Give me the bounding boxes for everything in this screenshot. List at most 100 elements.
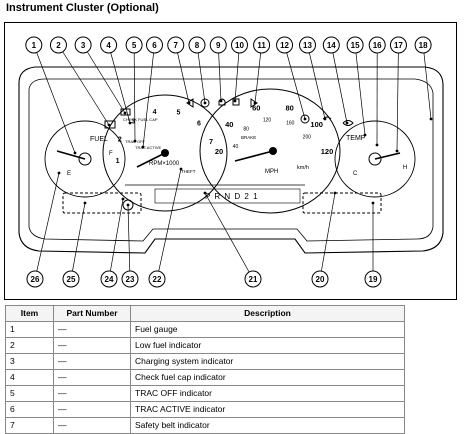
tach-tick-label: 4 [153,109,157,116]
callout-11: 11 [254,37,270,104]
table-row: 5 — TRAC OFF indicator [6,386,405,402]
table-row: 1 — Fuel gauge [6,322,405,338]
table-row: 4 — Check fuel cap indicator [6,370,405,386]
odometer-window-right [303,193,381,213]
part-number-cell: — [54,402,131,418]
svg-text:2: 2 [56,41,61,50]
table-row: 3 — Charging system indicator [6,354,405,370]
temp-c-mark: C [353,171,358,177]
parts-table: Item Part Number Description 1 — Fuel ga… [5,305,405,434]
svg-text:3: 3 [81,41,86,50]
rpm-label: RPM×1000 [149,161,180,167]
trac-active-label: TRAC ACTIVE [135,145,162,150]
svg-text:10: 10 [235,41,244,50]
svg-text:15: 15 [351,41,360,50]
item-cell: 2 [6,338,54,354]
fuel-e-mark: E [67,171,71,177]
fuel-label: FUEL [90,136,108,143]
table-row: 2 — Low fuel indicator [6,338,405,354]
part-number-cell: — [54,322,131,338]
fuel-f-mark: F [109,151,113,157]
tach-tick-label: 1 [116,158,120,165]
svg-text:11: 11 [257,41,266,50]
speed-tick-label: 20 [215,147,223,156]
svg-text:7: 7 [174,41,179,50]
kmh-tick-label: 40 [233,144,239,150]
item-cell: 7 [6,418,54,434]
svg-text:6: 6 [152,41,157,50]
callout-25: 25 [63,202,86,287]
svg-text:9: 9 [216,41,221,50]
svg-text:1: 1 [32,41,37,50]
callout-7: 7 [168,37,191,104]
speed-tick-label: 80 [286,103,294,112]
svg-text:8: 8 [195,41,200,50]
callout-5: 5 [126,37,142,142]
mph-label: MPH [265,169,278,175]
callout-26: 26 [27,172,60,287]
callout-22: 22 [149,168,182,287]
speed-tick-label: 100 [310,120,323,129]
kmh-tick-label: 80 [243,126,249,132]
svg-text:22: 22 [153,275,162,284]
tach-tick-label: 2 [118,136,122,143]
svg-text:13: 13 [303,41,312,50]
engine-icon [233,99,239,105]
kmh-label: km/h [297,165,309,171]
item-cell: 5 [6,386,54,402]
item-cell: 1 [6,322,54,338]
kmh-tick-label: 200 [303,134,312,140]
callout-18: 18 [415,37,432,120]
description-cell: Fuel gauge [131,322,405,338]
svg-text:16: 16 [373,41,382,50]
tach-tick-label: 6 [197,120,201,127]
temp-label: TEMP [346,135,366,142]
svg-text:24: 24 [105,275,114,284]
svg-text:18: 18 [419,41,428,50]
speedometer-needle [235,151,273,161]
callout-14: 14 [323,37,348,124]
temp-h-mark: H [403,165,407,171]
callout-8: 8 [189,37,206,104]
svg-text:23: 23 [126,275,135,284]
callout-6: 6 [142,37,163,148]
callout-24: 24 [101,198,124,287]
item-cell: 6 [6,402,54,418]
part-number-cell: — [54,338,131,354]
svg-text:4: 4 [106,41,111,50]
header-description: Description [131,306,405,322]
prndl-label: P R N D 2 1 [205,192,259,201]
description-cell: Safety belt indicator [131,418,405,434]
cluster-housing [19,67,443,253]
item-cell: 3 [6,354,54,370]
callout-16: 16 [369,37,385,146]
callout-1: 1 [26,37,77,154]
kmh-tick-label: 160 [286,120,295,126]
description-cell: Charging system indicator [131,354,405,370]
description-cell: TRAC OFF indicator [131,386,405,402]
speed-tick-label: 60 [252,103,260,112]
description-cell: TRAC ACTIVE indicator [131,402,405,418]
svg-text:21: 21 [249,275,258,284]
tach-tick-label: 5 [176,110,180,117]
theft-label: THEFT [181,169,196,174]
item-cell: 4 [6,370,54,386]
part-number-cell: — [54,418,131,434]
callout-20: 20 [312,192,336,287]
table-header-row: Item Part Number Description [6,306,405,322]
svg-text:14: 14 [327,41,336,50]
description-cell: Check fuel cap indicator [131,370,405,386]
callout-15: 15 [347,37,366,136]
description-cell: Low fuel indicator [131,338,405,354]
svg-text:20: 20 [316,275,325,284]
svg-text:26: 26 [31,275,40,284]
callout-17: 17 [390,37,406,152]
part-number-cell: — [54,386,131,402]
table-row: 7 — Safety belt indicator [6,418,405,434]
table-row: 6 — TRAC ACTIVE indicator [6,402,405,418]
part-number-cell: — [54,370,131,386]
tach-tick-label: 7 [209,139,213,146]
kmh-tick-label: 120 [263,117,272,123]
